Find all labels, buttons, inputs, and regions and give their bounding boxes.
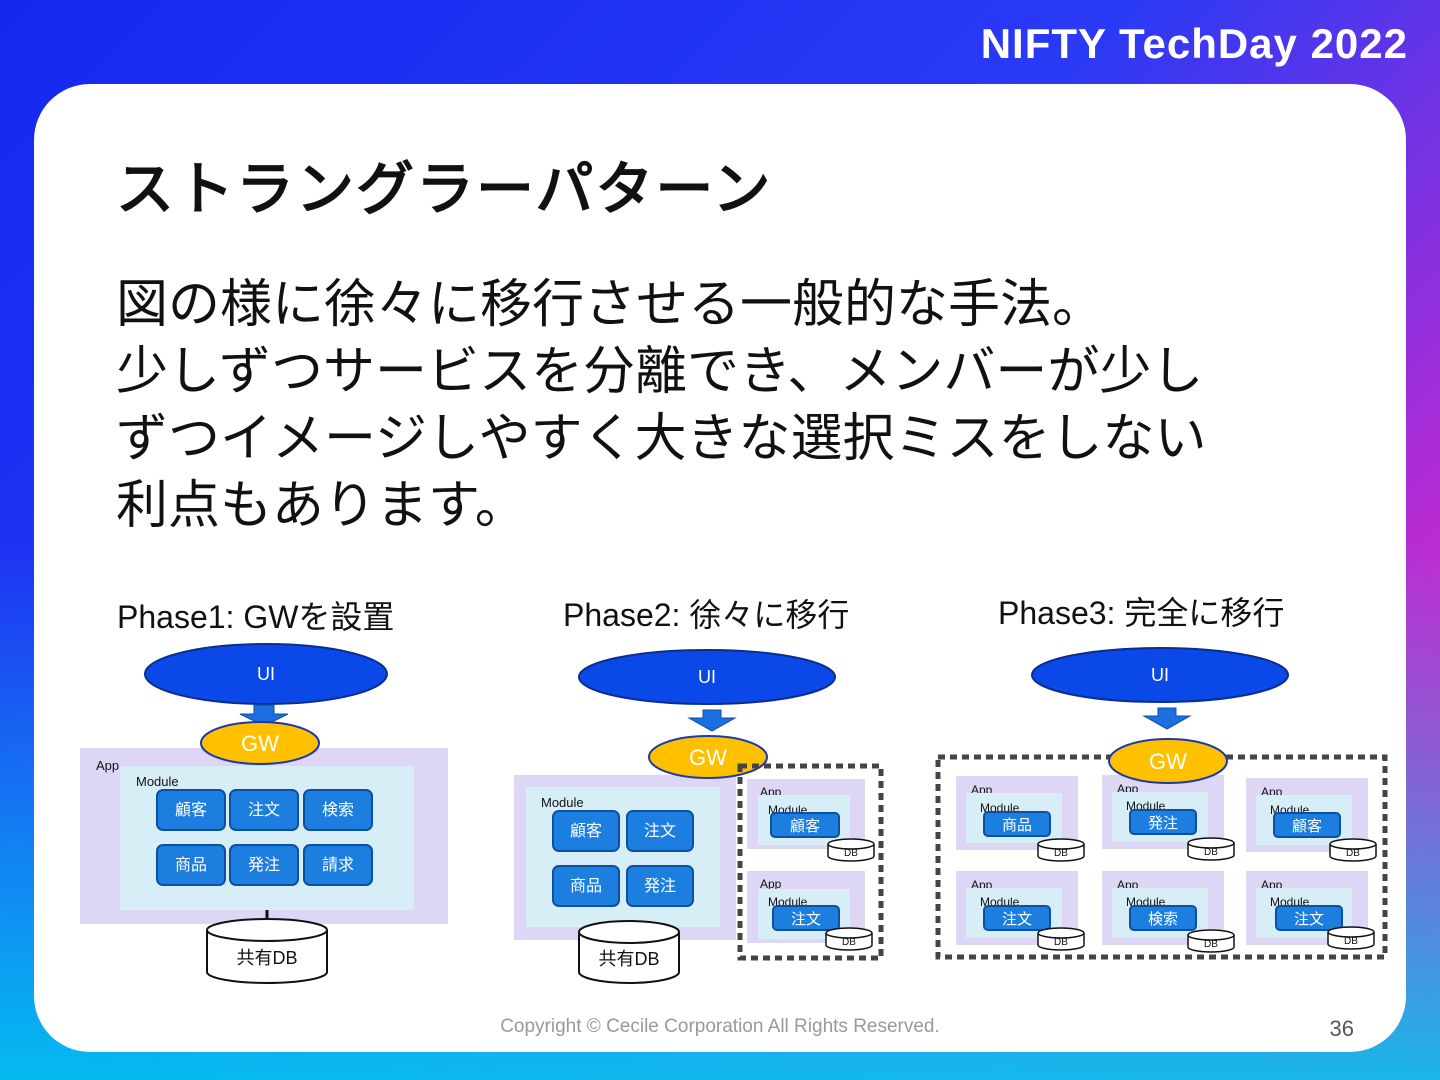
phase3-label: Phase3: 完全に移行 [998,595,1285,631]
event-logo: NIFTY TechDay 2022 [980,20,1408,67]
slide-body: 図の様に徐々に移行させる一般的な手法。 少しずつサービスを分離でき、メンバーが少… [116,272,1206,540]
slide-title: ストラングラーパターン [116,155,773,223]
page-number: 36 [1329,1016,1354,1041]
body-line: ずつイメージしやすく大きな選択ミスをしない [116,409,1207,469]
body-line: 図の様に徐々に移行させる一般的な手法。 [116,275,1105,335]
copyright-footer: Copyright © Cecile Corporation All Right… [500,1016,940,1037]
body-line: 利点もあります。 [116,476,527,536]
slide-card [34,84,1406,1052]
body-line: 少しずつサービスを分離でき、メンバーが少し [116,342,1204,402]
phase1-label: Phase1: GWを設置 [117,599,395,635]
phase2-label: Phase2: 徐々に移行 [563,597,850,633]
